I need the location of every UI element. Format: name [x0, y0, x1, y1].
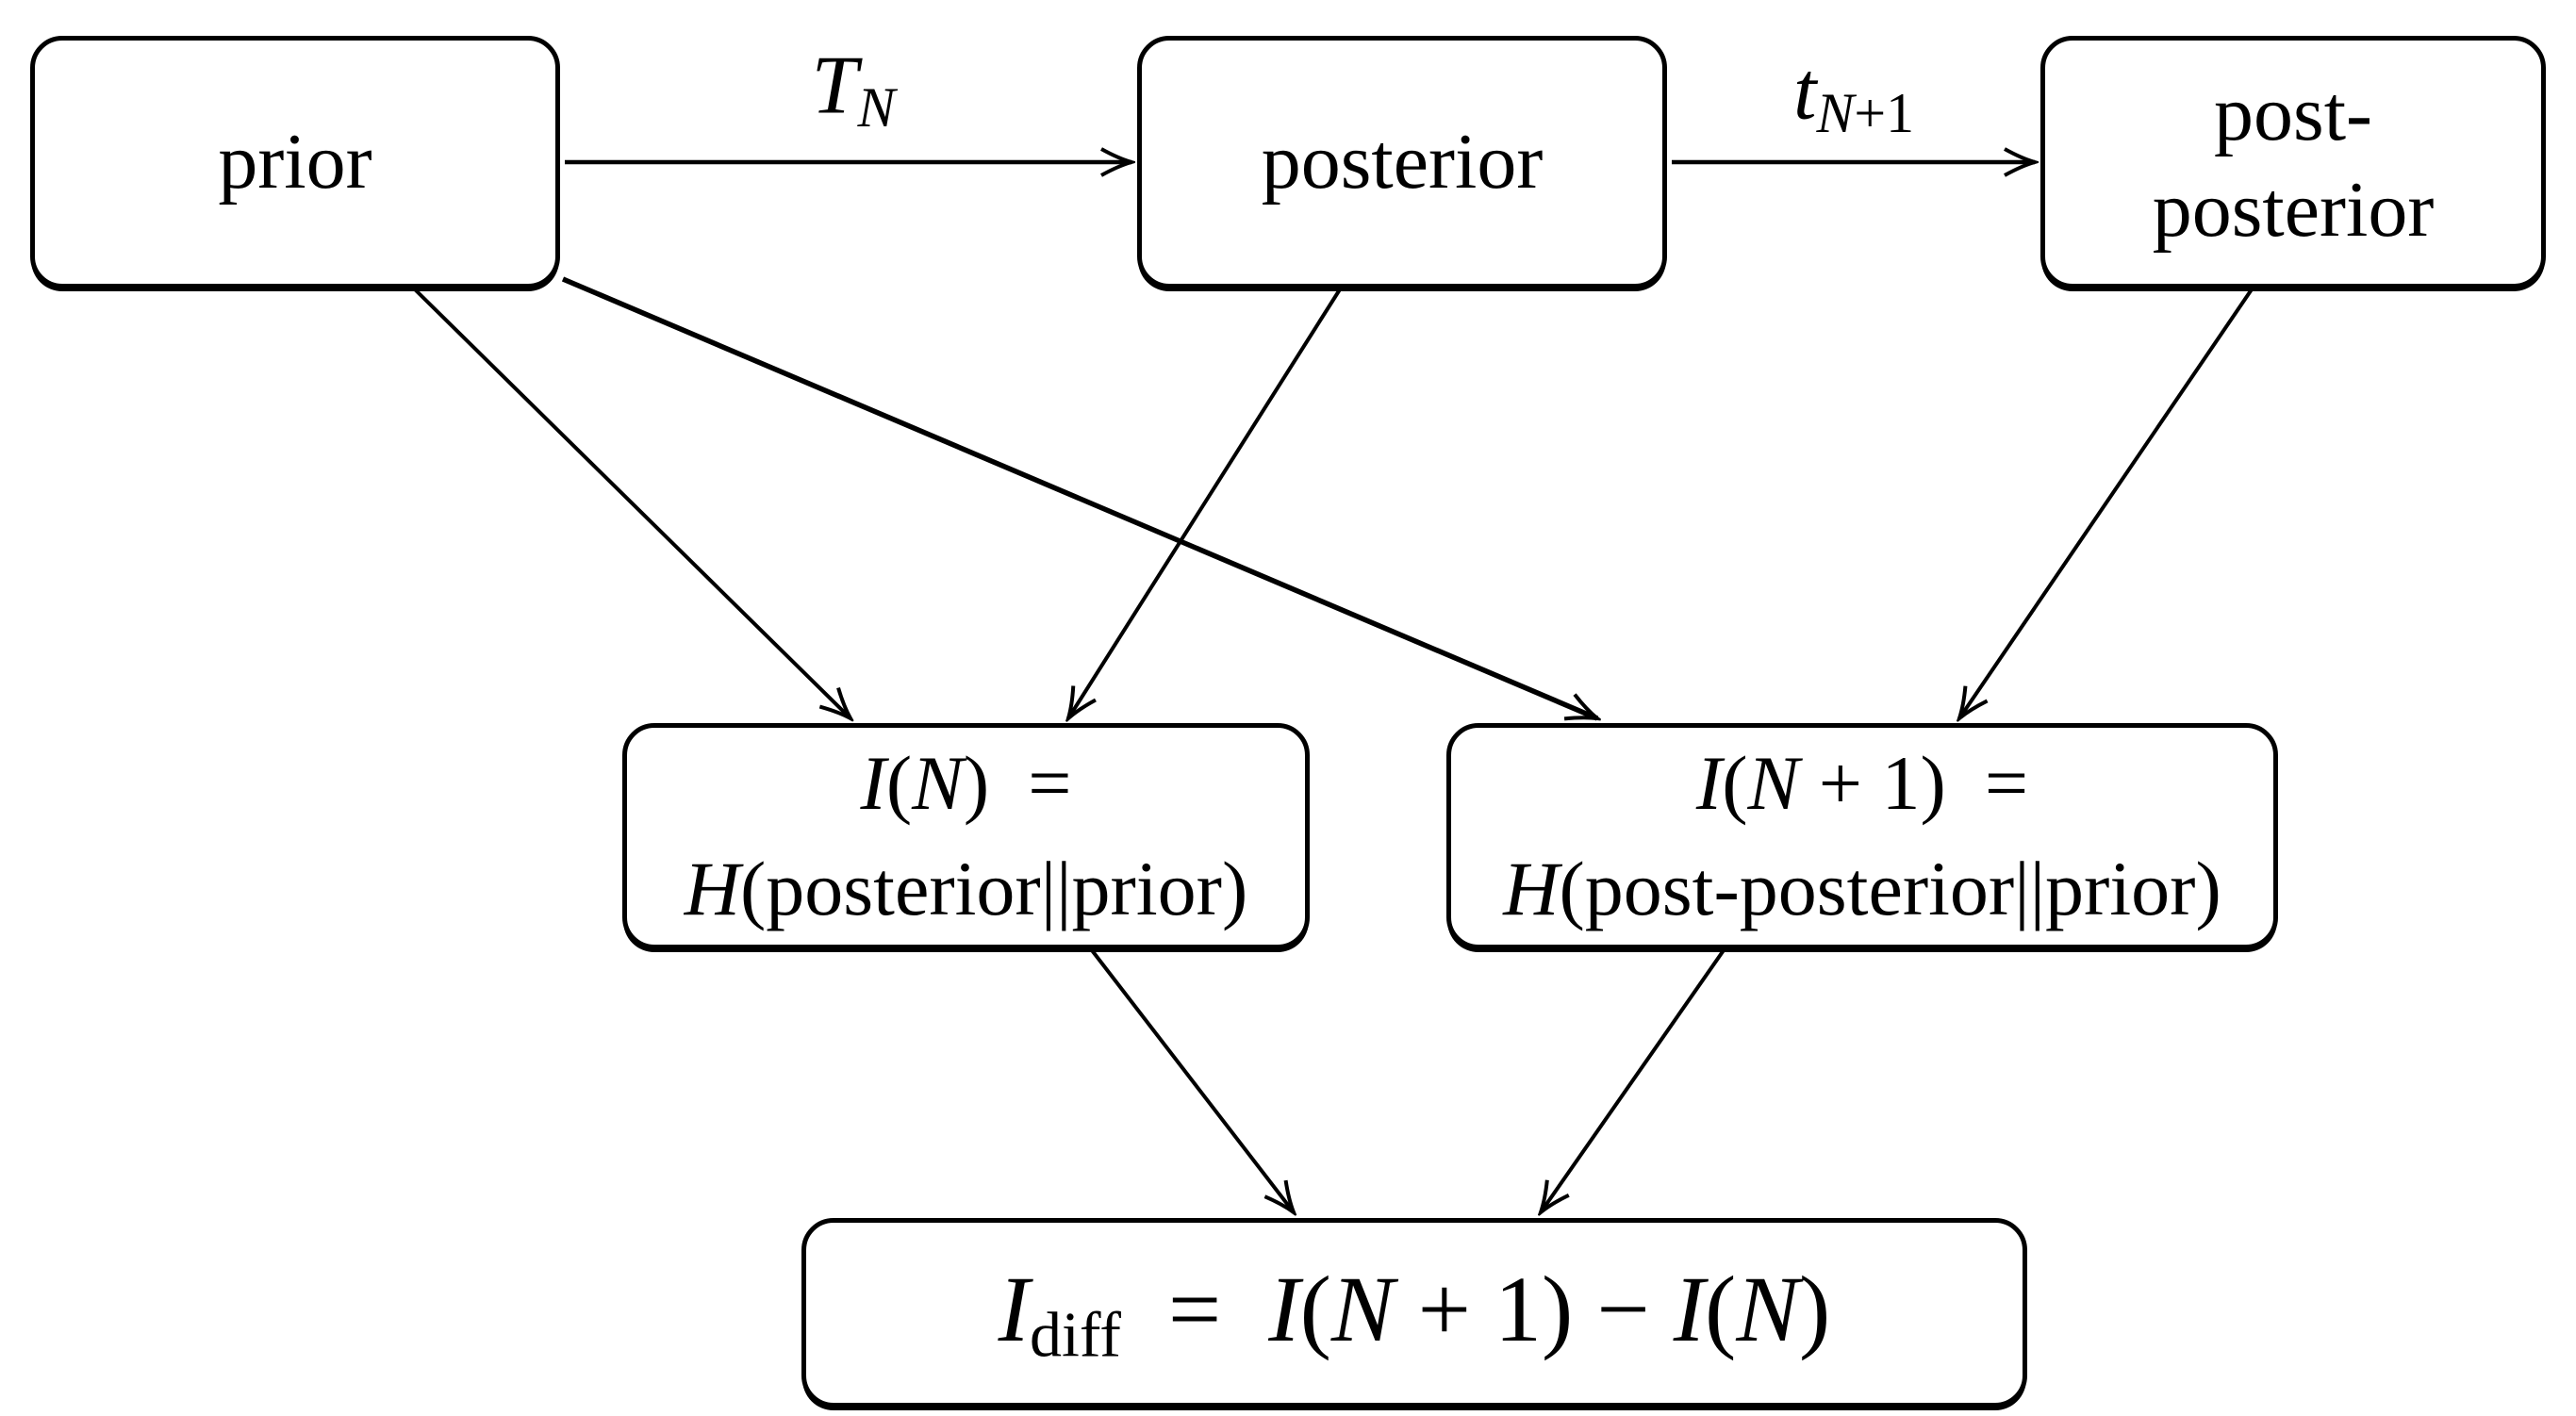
node-i-n-plus-1: I(N + 1) = H(post-posterior||prior)	[1446, 723, 2278, 949]
edge-label-t-N-plus-1-subscript: N+1	[1816, 81, 1915, 144]
node-post-posterior: post- posterior	[2040, 36, 2546, 288]
node-posterior: posterior	[1137, 36, 1667, 288]
node-posterior-label: posterior	[1261, 117, 1544, 206]
edge-i-n-to-i-diff	[1090, 948, 1294, 1212]
edge-label-T-N: TN	[812, 44, 896, 136]
edge-prior-to-i-n	[413, 288, 850, 718]
node-i-n-formula-line2: H(posterior||prior)	[684, 846, 1248, 931]
node-post-posterior-label-line1: post-	[2214, 69, 2372, 157]
node-i-n: I(N) = H(posterior||prior)	[622, 723, 1310, 949]
edge-prior-to-i-n-plus-1	[561, 276, 1597, 718]
node-i-n-plus-1-formula-line1: I(N + 1) =	[1695, 740, 2029, 827]
edge-i-n-plus-1-to-i-diff	[1541, 948, 1726, 1212]
edge-label-T-N-subscript: N	[857, 75, 896, 139]
node-post-posterior-label-line2: posterior	[2152, 166, 2435, 254]
node-i-diff: Idiff = I(N + 1) − I(N)	[801, 1218, 2027, 1408]
node-i-n-plus-1-formula-line2: H(post-posterior||prior)	[1503, 846, 2221, 931]
edge-label-t-N-plus-1-base: t	[1792, 45, 1817, 138]
node-prior: prior	[30, 36, 560, 288]
edge-label-t-N-plus-1: tN+1	[1793, 50, 1914, 141]
node-prior-label: prior	[218, 117, 372, 206]
edge-posterior-to-i-n	[1068, 288, 1342, 718]
edge-post-posterior-to-i-n-plus-1	[1959, 288, 2254, 718]
node-i-diff-formula: Idiff = I(N + 1) − I(N)	[998, 1256, 1831, 1370]
node-i-n-formula-line1: I(N) =	[860, 740, 1072, 827]
edge-label-T-N-base: T	[811, 40, 858, 132]
